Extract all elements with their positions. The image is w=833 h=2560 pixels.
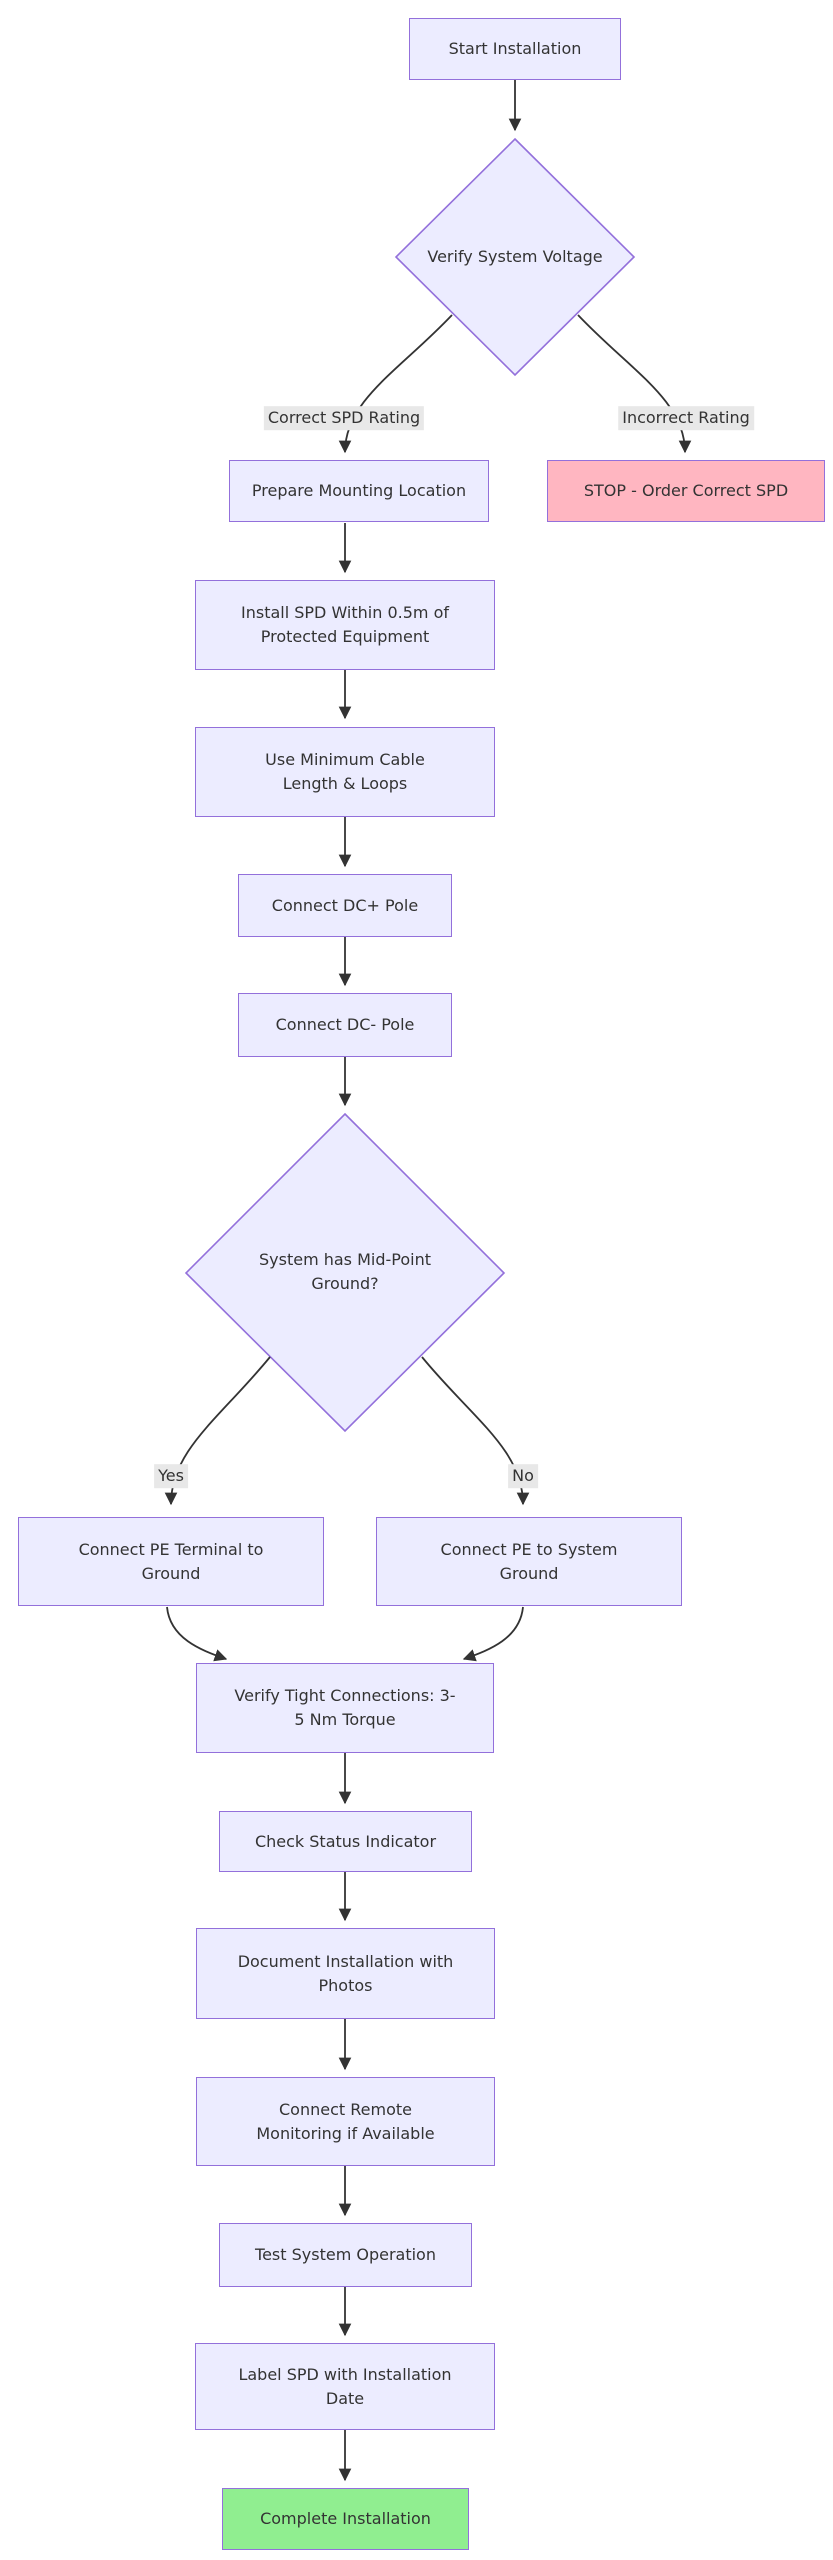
node-connect-dc-plus-pole: Connect DC+ Pole — [238, 874, 452, 937]
edge-verify-to-prepare — [338, 314, 453, 454]
node-stop-order-correct-spd: STOP - Order Correct SPD — [547, 460, 825, 522]
node-connect-dc-minus-pole: Connect DC- Pole — [238, 993, 452, 1057]
edge-label-correct-spd-rating: Correct SPD Rating — [263, 406, 425, 430]
node-connect-remote-monitoring: Connect Remote Monitoring if Available — [196, 2077, 495, 2166]
node-complete-installation: Complete Installation — [222, 2488, 469, 2550]
decision-diamond-midpoint-ground — [184, 1112, 506, 1433]
edge-verify-to-stop — [577, 314, 692, 454]
decision-diamond-verify-voltage — [394, 137, 636, 377]
edge-label-yes: Yes — [154, 1464, 188, 1488]
node-use-minimum-cable-length: Use Minimum Cable Length & Loops — [195, 727, 495, 817]
edge-pesystem-to-verifytorque — [462, 1606, 524, 1662]
edge-label-no: No — [508, 1464, 538, 1488]
node-label-spd-installation-date: Label SPD with Installation Date — [195, 2343, 495, 2430]
node-test-system-operation: Test System Operation — [219, 2223, 472, 2287]
edge-label-incorrect-rating: Incorrect Rating — [618, 406, 754, 430]
node-start-installation: Start Installation — [409, 18, 621, 80]
node-verify-tight-connections: Verify Tight Connections: 3-5 Nm Torque — [196, 1663, 494, 1753]
node-document-installation-photos: Document Installation with Photos — [196, 1928, 495, 2019]
node-prepare-mounting-location: Prepare Mounting Location — [229, 460, 489, 522]
node-connect-pe-terminal-to-ground: Connect PE Terminal to Ground — [18, 1517, 324, 1606]
node-check-status-indicator: Check Status Indicator — [219, 1811, 472, 1872]
node-connect-pe-to-system-ground: Connect PE to System Ground — [376, 1517, 682, 1606]
edge-peterminal-to-verifytorque — [166, 1606, 228, 1662]
node-install-spd-within-05m: Install SPD Within 0.5m of Protected Equ… — [195, 580, 495, 670]
